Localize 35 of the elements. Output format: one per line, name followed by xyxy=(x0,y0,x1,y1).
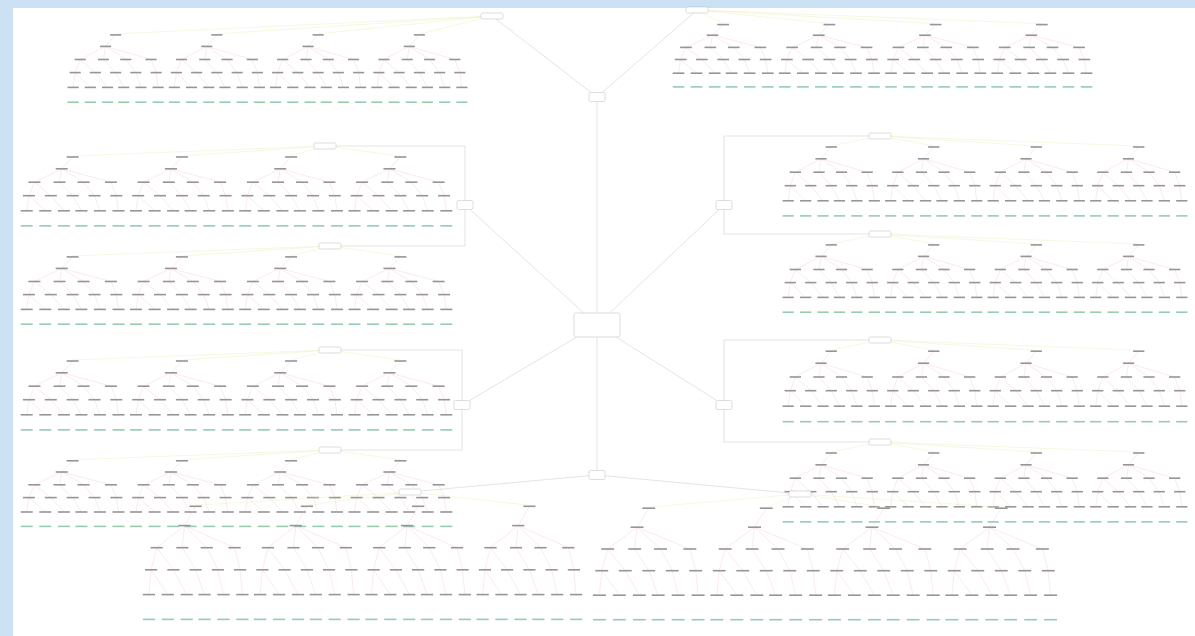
subtopic-box xyxy=(318,446,342,454)
branch-box xyxy=(715,400,733,410)
subtopic-box xyxy=(313,142,337,150)
connector xyxy=(420,475,590,492)
subtopic-box xyxy=(318,346,342,354)
connector xyxy=(469,209,584,314)
connector xyxy=(495,18,592,93)
branch-box xyxy=(715,200,733,210)
subtopic-box xyxy=(868,230,892,238)
connector xyxy=(723,209,870,235)
connector xyxy=(340,409,463,451)
branch-box xyxy=(588,470,606,480)
branch-box xyxy=(453,400,471,410)
connector xyxy=(469,336,577,401)
connector xyxy=(723,339,870,401)
subtopic-box xyxy=(788,490,812,498)
subtopic-box xyxy=(480,12,504,20)
subtopic-box xyxy=(685,6,709,14)
connector xyxy=(609,209,720,314)
branch-box xyxy=(588,92,606,102)
connector xyxy=(602,12,694,93)
connector xyxy=(340,349,463,401)
subtopic-box xyxy=(398,488,422,496)
connector xyxy=(616,336,717,401)
subtopic-box xyxy=(868,132,892,140)
connector xyxy=(340,209,466,247)
subtopic-box xyxy=(318,242,342,250)
connector xyxy=(604,475,790,494)
connector xyxy=(335,145,466,201)
subtopic-box xyxy=(868,336,892,344)
topic-box xyxy=(573,312,621,338)
connector xyxy=(723,409,870,443)
subtopic-box xyxy=(868,438,892,446)
connector xyxy=(723,135,870,201)
branch-box xyxy=(456,200,474,210)
